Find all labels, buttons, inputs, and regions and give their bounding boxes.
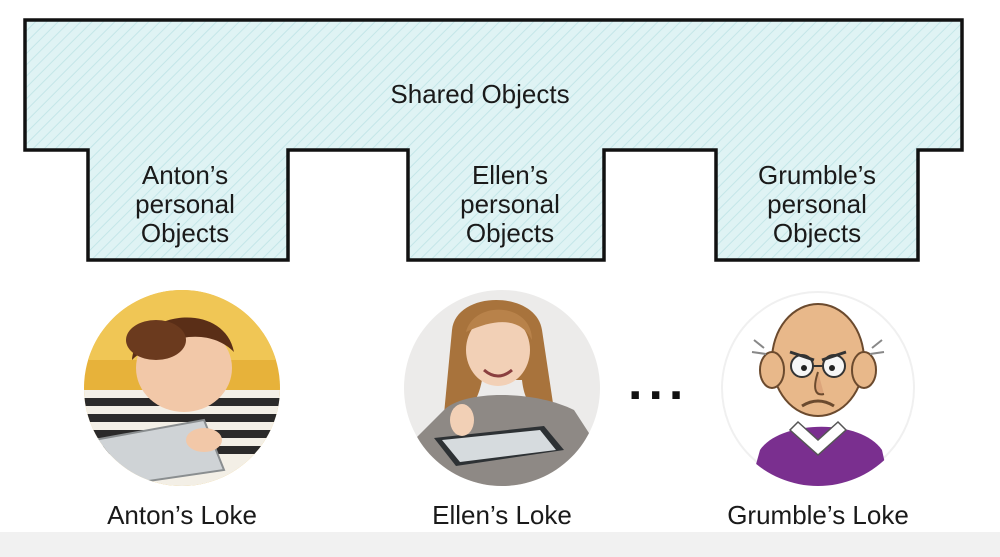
- grumble-personal-objects-label: Grumble’s personal Objects: [757, 160, 876, 248]
- more-users-ellipsis: ...: [628, 353, 690, 411]
- ellen-avatar: [404, 290, 600, 486]
- header-strip: [0, 0, 1000, 16]
- child-with-tablet-photo: [84, 290, 280, 486]
- grumble-loke-label: Grumble’s Loke: [727, 500, 909, 530]
- anton-avatar: [84, 290, 280, 486]
- anton-loke-label: Anton’s Loke: [107, 500, 257, 530]
- ellen-loke-label: Ellen’s Loke: [432, 500, 572, 530]
- ellen-personal-objects-label: Ellen’s personal Objects: [460, 160, 560, 248]
- grumpy-old-man-cartoon: [720, 290, 916, 486]
- shared-objects-label: Shared Objects: [390, 79, 570, 109]
- shared-objects-shape: [23, 18, 964, 262]
- footer-band: [0, 532, 1000, 557]
- woman-with-tablet-photo: [404, 290, 600, 486]
- anton-personal-objects-label: Anton’s personal Objects: [135, 160, 235, 248]
- grumble-avatar: [720, 290, 916, 486]
